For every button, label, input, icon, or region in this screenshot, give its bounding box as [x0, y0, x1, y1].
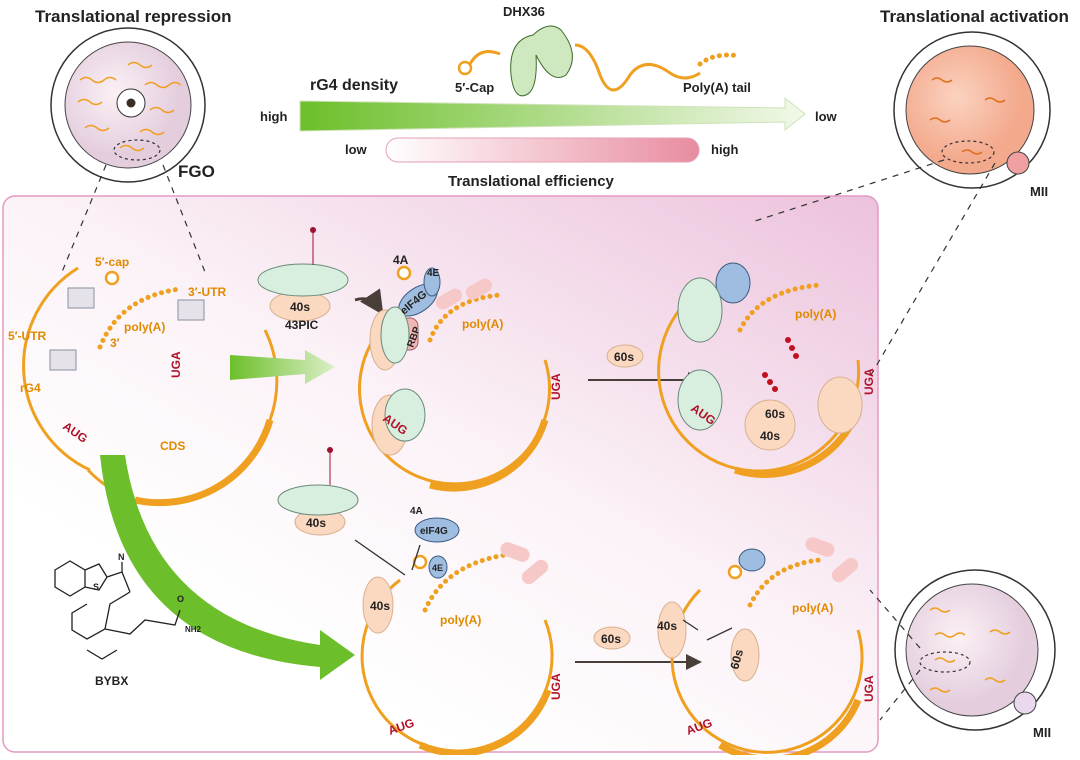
end3-label: 3′ [110, 336, 120, 350]
te-high-label: high [711, 142, 738, 157]
cap-label: 5′-Cap [455, 80, 494, 95]
right-title: Translational activation [880, 7, 1069, 26]
s40-label: 40s [760, 429, 780, 443]
polya-tail-label: Poly(A) tail [683, 80, 751, 95]
te-low-label: low [345, 142, 368, 157]
rg4-low-label: low [815, 109, 838, 124]
uga-label: UGA [549, 373, 563, 400]
zoom-lines-mii-bottom [869, 589, 921, 721]
eif4a-label: 4A [393, 253, 409, 267]
bybx-label: BYBX [95, 674, 128, 688]
active-translation: poly(A) UGA AUG 60s 40s [657, 262, 876, 478]
mii-oocyte-inhibited: MII [894, 569, 1056, 740]
polya-label: poly(A) [462, 317, 503, 331]
initiation-complex: 4A 4E eIF4G RBP 40s 43PIC poly(A) AUG UG… [257, 227, 563, 492]
inhibited-initiation: 40s 4A eIF4G 4E 40s poly(A) UGA AUG [277, 447, 563, 757]
cds-label: CDS [160, 439, 185, 453]
s-atom-label: S [93, 582, 99, 592]
polya-label: poly(A) [795, 307, 836, 321]
s60-label: 60s [765, 407, 785, 421]
bybx-structure: N S O NH2 BYBX [54, 552, 202, 688]
utr3-label: 3′-UTR [188, 285, 227, 299]
polya-label: poly(A) [124, 320, 165, 334]
o-atom-label: O [177, 594, 184, 604]
polya-label: poly(A) [440, 613, 481, 627]
nh2-label: NH2 [185, 625, 202, 634]
s40-label: 40s [290, 300, 310, 314]
rg4-density-title: rG4 density [310, 77, 398, 94]
zoom-lines-mii-top [751, 159, 996, 381]
s40-free-label: 40s [306, 516, 326, 530]
s40-label: 40s [657, 619, 677, 633]
pic-label: 43PIC [285, 318, 319, 332]
rg4-density-arrow [299, 96, 806, 132]
arrow-60s-label: 60s [614, 350, 634, 364]
translation-arrow [230, 350, 335, 384]
translational-efficiency-bar [385, 137, 700, 163]
ribosome-60s [606, 344, 644, 368]
stalled-translation: 40s 60s poly(A) UGA AUG [657, 537, 876, 760]
mii-oocyte-activated: MII [893, 31, 1051, 199]
s60-label: 60s [727, 647, 746, 670]
fgo-label: FGO [178, 162, 215, 181]
s40-label: 40s [370, 599, 390, 613]
utr5-label: 5′-UTR [8, 329, 47, 343]
rg4-high-label: high [260, 109, 287, 124]
uga-label: UGA [862, 368, 876, 395]
eif4a-label: 4A [410, 506, 423, 517]
cap-label: 5′-cap [95, 255, 129, 269]
arrow-60s-label: 60s [601, 632, 621, 646]
dhx36-label: DHX36 [503, 4, 545, 19]
eif4g-label: eIF4G [420, 526, 448, 537]
ribosome-60s [593, 626, 631, 650]
uga-label: UGA [862, 675, 876, 702]
inhibitor-arrow [100, 455, 355, 680]
gradient-legend: DHX36 5′-Cap Poly(A) tail rG4 density hi… [260, 4, 838, 190]
polya-label: poly(A) [792, 601, 833, 615]
uga-label: UGA [169, 351, 183, 378]
eif4e-label: 4E [427, 268, 440, 279]
mii-bottom-label: MII [1033, 725, 1051, 740]
te-title: Translational efficiency [448, 173, 615, 190]
n-atom-label: N [118, 552, 125, 562]
eif4e-label: 4E [432, 563, 443, 573]
mii-top-label: MII [1030, 184, 1048, 199]
rg4-label: rG4 [20, 381, 41, 395]
fgo-oocyte: FGO [50, 27, 215, 183]
zoom-lines-fgo [61, 164, 206, 273]
uga-label: UGA [549, 673, 563, 700]
rg4-structure [49, 287, 205, 371]
mrna-structure: 5′-cap 3′-UTR 5′-UTR poly(A) 3′ rG4 AUG … [8, 255, 279, 507]
left-title: Translational repression [35, 7, 232, 26]
